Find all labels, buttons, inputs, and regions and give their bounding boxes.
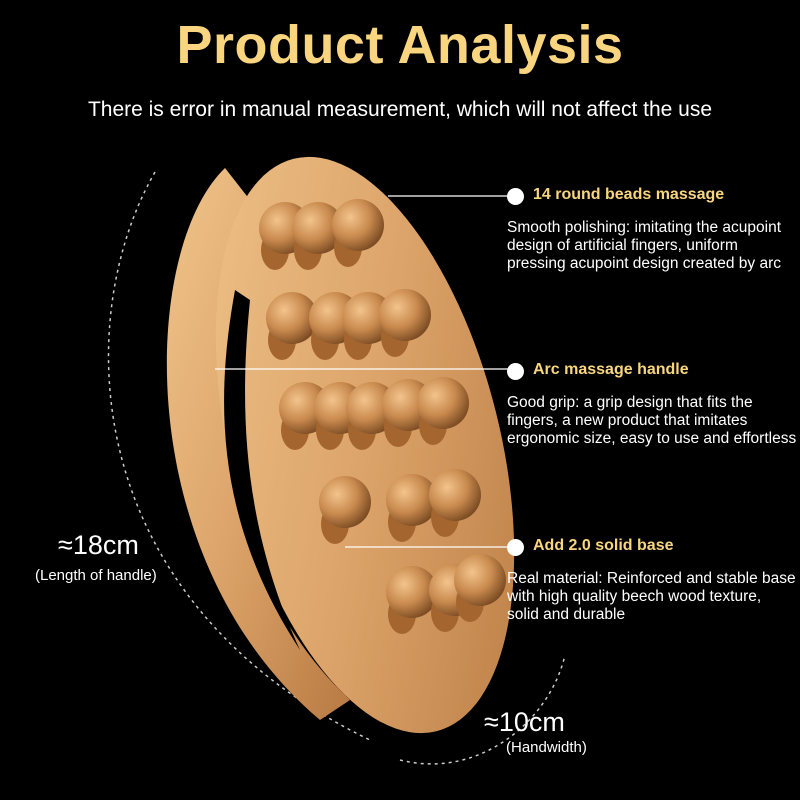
length-label: (Length of handle) — [35, 567, 157, 584]
massage-bead — [386, 566, 438, 618]
page-title: Product Analysis — [176, 15, 624, 75]
callout-body: Good grip: a grip design that fits the f… — [507, 394, 797, 447]
width-dimension-arc — [399, 654, 566, 765]
massage-bead — [429, 469, 481, 521]
massage-bead — [454, 554, 506, 606]
width-label-wrap: (Handwidth) — [506, 739, 587, 756]
length-label-wrap: (Length of handle) — [35, 567, 157, 584]
massage-bead — [266, 292, 318, 344]
width-value: ≈10cm — [484, 707, 565, 737]
length-value: ≈18cm — [58, 530, 139, 560]
massage-bead — [332, 199, 384, 251]
callout-heading: 14 round beads massage — [533, 186, 725, 203]
massage-bead — [379, 289, 431, 341]
bullet-icon — [507, 188, 524, 205]
bullet-icon — [507, 363, 524, 380]
bullet-icon — [507, 539, 524, 556]
width-label: (Handwidth) — [506, 739, 587, 756]
massage-bead — [319, 476, 371, 528]
width-dimension: ≈10cm — [484, 707, 565, 738]
callout-heading: Arc massage handle — [533, 361, 689, 378]
length-dimension-arc — [107, 171, 371, 741]
length-dimension: ≈18cm — [58, 530, 139, 561]
callout-heading: Add 2.0 solid base — [533, 537, 674, 554]
callout-body: Smooth polishing: imitating the acupoint… — [507, 219, 781, 272]
massage-beads — [259, 199, 506, 634]
callout-body: Real material: Reinforced and stable bas… — [507, 570, 796, 623]
massage-bead — [292, 202, 344, 254]
page-subtitle: There is error in manual measurement, wh… — [87, 98, 713, 121]
massage-bead — [417, 377, 469, 429]
arc-handle — [166, 168, 350, 720]
massage-bead — [386, 474, 438, 526]
